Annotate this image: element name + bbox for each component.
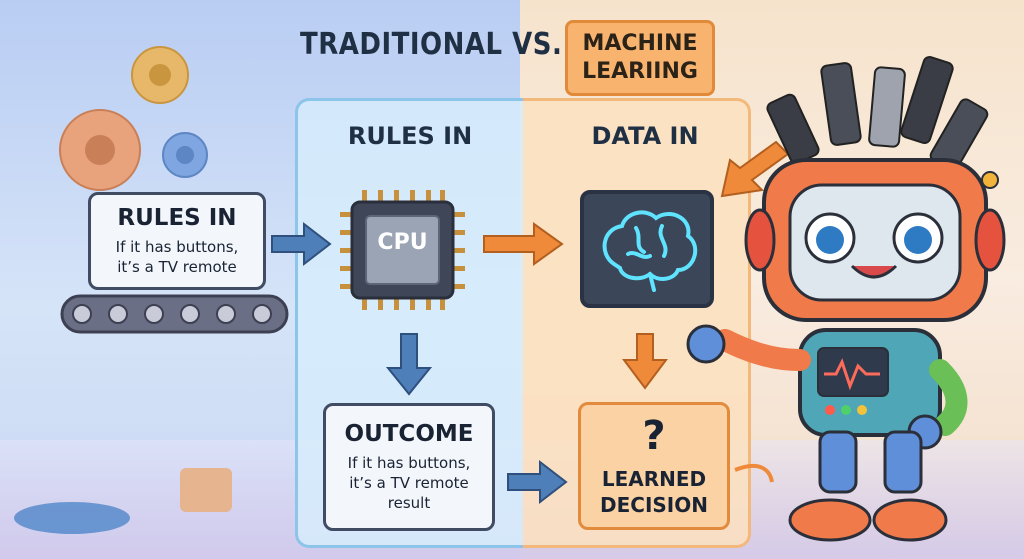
arrow-right-icon [483,222,564,266]
rules-card-title: RULES IN [117,205,237,231]
robot-mouth [850,264,898,279]
right-column-title: DATA IN [591,122,699,150]
rules-card-line1: If it has buttons, [115,238,239,256]
arrow-down-icon [622,333,668,390]
neural-brain-box [580,190,714,308]
ml-tag-line2: LEARIING [582,59,698,84]
ml-tag-line1: MACHINE [582,31,698,56]
outcome-card: OUTCOME If it has buttons, it’s a TV rem… [323,403,495,531]
robot-foot-right [872,498,948,542]
arrow-diagonal-icon [720,140,790,198]
brain-icon [602,210,698,292]
outcome-card-line1: If it has buttons, [347,454,471,472]
pointer-swoosh-icon [734,463,774,483]
rules-card-line2: it’s a TV remote [117,258,237,276]
crate [180,468,232,512]
machine-learning-tag: MACHINE LEARIING [565,20,715,96]
left-column-title: RULES IN [347,122,473,150]
decision-line1: LEARNED [601,467,707,491]
arrow-right-icon [271,221,332,267]
decision-line2: DECISION [600,493,708,517]
outcome-card-line2: it’s a TV remote [349,474,469,492]
robot-screen [817,347,889,397]
robot-foot-left [788,498,872,542]
cpu-chip: CPU [340,190,465,310]
cpu-icon [340,190,465,310]
learned-decision-card: ? LEARNED DECISION [578,402,730,530]
question-mark-icon: ? [642,413,666,459]
outcome-card-title: OUTCOME [344,421,474,447]
gear-icon [162,132,208,178]
diagram-title: TRADITIONAL VS. [300,27,563,63]
arrow-right-icon [507,459,568,505]
cpu-label: CPU [377,230,428,255]
holo-pedestal [14,502,130,534]
arrow-down-icon [385,333,433,396]
gear-icon [59,109,141,191]
robot-hand-left [686,324,726,364]
gear-icon [131,46,189,104]
outcome-card-line3: result [387,494,431,512]
rules-in-card: RULES IN If it has buttons, it’s a TV re… [88,192,266,290]
conveyor-belt [60,294,289,334]
remote-control-icon [766,55,989,172]
